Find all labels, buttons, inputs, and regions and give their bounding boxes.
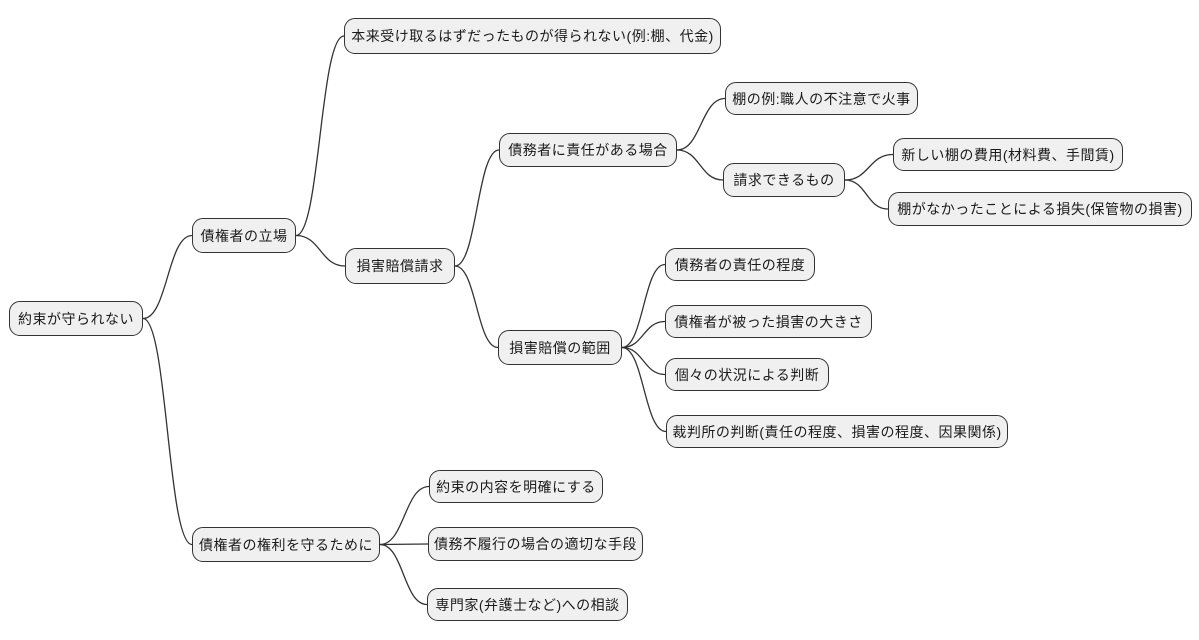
edge-root-to-protect-rights bbox=[142, 317, 193, 546]
edge-protect-rights-to-expert-consult bbox=[379, 543, 428, 606]
mindmap-node-damages-scope: 損害賠償の範囲 bbox=[498, 330, 622, 365]
mindmap-node-expert-consult: 専門家(弁護士など)への相談 bbox=[427, 588, 628, 621]
mindmap-node-individual-judgment: 個々の状況による判断 bbox=[665, 358, 829, 391]
edge-debtor-responsible-to-claimable bbox=[676, 149, 724, 181]
edge-claimable-to-new-shelf-cost bbox=[844, 153, 894, 181]
mindmap-node-not-received: 本来受け取るはずだったものが得られない(例:棚、代金) bbox=[344, 18, 721, 54]
edge-protect-rights-to-clarify-content bbox=[379, 485, 430, 546]
mindmap-node-new-shelf-cost: 新しい棚の費用(材料費、手間賃) bbox=[893, 138, 1123, 171]
edge-protect-rights-to-appropriate-means bbox=[379, 543, 429, 546]
edge-damages-claim-to-debtor-responsible bbox=[454, 149, 500, 267]
edge-root-to-creditor-position bbox=[142, 234, 193, 320]
mindmap-node-shelf-example: 棚の例:職人の不注意で火事 bbox=[725, 82, 918, 115]
mindmap-node-loss-no-shelf: 棚がなかったことによる損失(保管物の損害) bbox=[888, 192, 1192, 226]
edge-claimable-to-loss-no-shelf bbox=[844, 179, 889, 210]
edge-damages-scope-to-individual-judgment bbox=[621, 346, 666, 376]
mindmap-node-protect-rights: 債権者の権利を守るために bbox=[192, 527, 380, 562]
mindmap-node-debtor-responsible: 債務者に責任がある場合 bbox=[499, 133, 677, 167]
mindmap-node-creditor-position: 債権者の立場 bbox=[192, 218, 296, 253]
mindmap-node-creditor-damage-size: 債権者が被った損害の大きさ bbox=[665, 305, 872, 338]
edge-damages-scope-to-debtor-degree bbox=[621, 263, 666, 349]
edge-damages-scope-to-court-judgment bbox=[621, 346, 667, 433]
mindmap-node-root: 約束が守られない bbox=[9, 301, 143, 336]
mindmap-node-court-judgment: 裁判所の判断(責任の程度、損害の程度、因果関係) bbox=[666, 415, 1008, 448]
mindmap-node-clarify-content: 約束の内容を明確にする bbox=[429, 470, 603, 503]
edge-debtor-responsible-to-shelf-example bbox=[676, 97, 726, 151]
edge-creditor-position-to-damages-claim bbox=[295, 234, 346, 267]
edge-damages-scope-to-creditor-damage-size bbox=[621, 320, 666, 349]
mindmap-node-damages-claim: 損害賠償請求 bbox=[345, 248, 455, 284]
edge-damages-claim-to-damages-scope bbox=[454, 265, 499, 349]
edge-creditor-position-to-not-received bbox=[295, 35, 345, 237]
mindmap-node-debtor-degree: 債務者の責任の程度 bbox=[665, 248, 815, 281]
mindmap-node-claimable: 請求できるもの bbox=[723, 163, 845, 197]
mindmap-node-appropriate-means: 債務不履行の場合の適切な手段 bbox=[428, 527, 643, 561]
